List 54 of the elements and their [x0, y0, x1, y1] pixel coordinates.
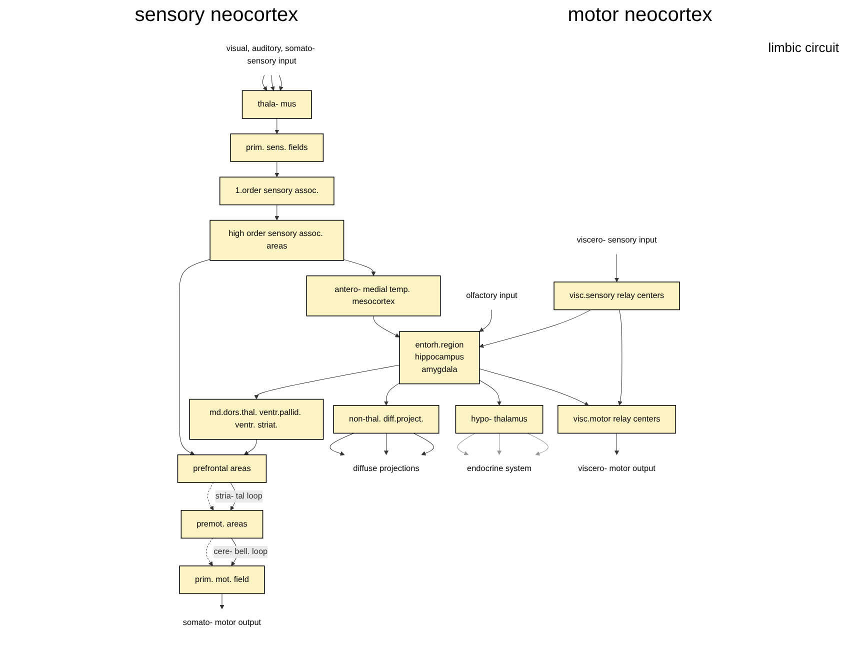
arrow	[274, 161, 280, 178]
edge-label: cere- bell. loop	[214, 547, 268, 556]
arrow	[270, 74, 275, 91]
arrow	[274, 118, 280, 134]
arrow	[497, 432, 502, 456]
node-box: non-thal. diff.project.	[333, 405, 440, 434]
node-box: entorh.region hippocampus amygdala	[399, 330, 480, 384]
node-box: md.dors.thal. ventr.pallid. ventr. striat.	[189, 398, 324, 440]
arrow	[614, 432, 620, 456]
arrow	[384, 382, 400, 406]
node-text: diffuse projections	[353, 464, 420, 473]
node-box: prim. sens. fields	[230, 133, 324, 162]
node-text: viscero- sensory input	[576, 236, 657, 244]
arrow	[274, 204, 280, 220]
node-box: visc.motor relay centers	[558, 405, 676, 434]
node-box: visc.sensory relay centers	[554, 282, 680, 310]
node-text: somato- motor output	[182, 618, 262, 628]
arrow	[244, 439, 257, 456]
node-text: viscero- motor output	[578, 464, 656, 473]
arrow	[254, 364, 400, 400]
node-box: thala- mus	[242, 90, 312, 119]
arrow	[614, 254, 620, 282]
edge-label: stria- tal loop	[215, 492, 262, 501]
node-box: prim. mot. field	[179, 566, 265, 594]
arrow	[206, 538, 213, 566]
arrow	[479, 380, 502, 406]
arrow	[330, 432, 354, 456]
arrow	[618, 310, 622, 406]
node-box: hypo- thalamus	[455, 405, 544, 434]
arrow	[527, 432, 548, 456]
arrow	[413, 432, 434, 456]
node-box: prefrontal areas	[177, 454, 267, 483]
node-text: endocrine system	[467, 464, 532, 473]
arrow	[479, 310, 592, 348]
node-text: visual, auditory, somato- sensory input	[226, 44, 315, 66]
arrow	[207, 482, 214, 511]
arrow	[479, 310, 492, 332]
arrow	[179, 259, 210, 456]
arrow	[262, 74, 268, 91]
arrow	[384, 432, 388, 456]
arrow	[344, 259, 376, 276]
arrow	[220, 593, 224, 610]
section-heading: motor neocortex	[568, 4, 712, 27]
node-box: 1.order sensory assoc.	[219, 176, 334, 206]
arrow	[479, 368, 589, 406]
node-text: olfactory input	[466, 291, 518, 300]
arrow	[373, 316, 400, 338]
node-box: high order sensory assoc. areas	[210, 220, 344, 261]
node-box: antero- medial temp. mesocortex	[306, 275, 441, 316]
annotation-label: limbic circuit	[768, 40, 839, 55]
arrow	[278, 74, 284, 91]
section-heading: sensory neocortex	[134, 4, 298, 27]
arrow	[457, 432, 476, 456]
node-box: premot. areas	[180, 510, 264, 539]
